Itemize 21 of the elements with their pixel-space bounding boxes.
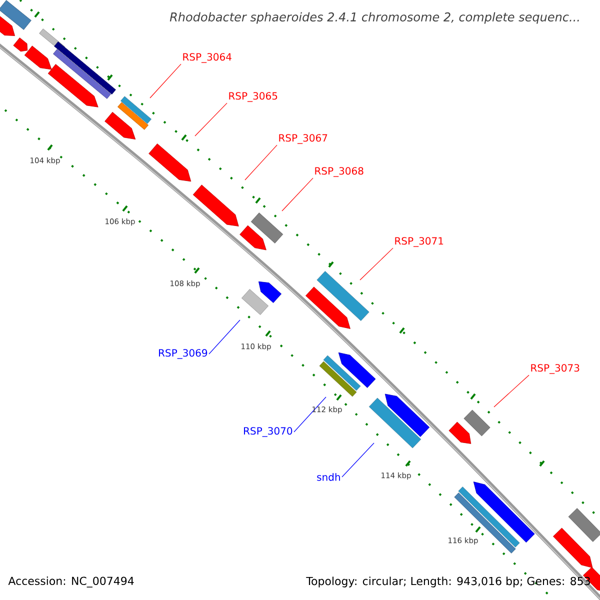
gene-label: RSP_3064 [183,53,232,63]
leader-line [360,248,394,280]
gene-label: RSP_3067 [279,134,328,144]
leader-line [342,442,374,478]
gene-label: sndh [317,473,340,481]
accession-text: Accession: NC_007494 [8,576,134,588]
leader-line [294,396,326,432]
leader-line [494,374,530,408]
title: Rhodobacter sphaeroides 2.4.1 chromosome 2, complete sequenc... [170,12,579,24]
leader-line [244,144,278,180]
leader-line [208,320,240,354]
summary-text: Topology: circular; Length: 943,016 bp; Genes: 853 [306,576,590,588]
leader-line [150,64,182,98]
gene-label: RSP_3070 [244,427,292,437]
gene-label: RSP_3068 [315,167,364,177]
gene-label: RSP_3073 [531,364,580,374]
gene-label: RSP_3069 [159,349,208,359]
gene-label: RSP_3071 [395,237,444,247]
leader-line [194,102,228,136]
leader-line [282,178,314,212]
gene-label: RSP_3065 [229,92,278,102]
